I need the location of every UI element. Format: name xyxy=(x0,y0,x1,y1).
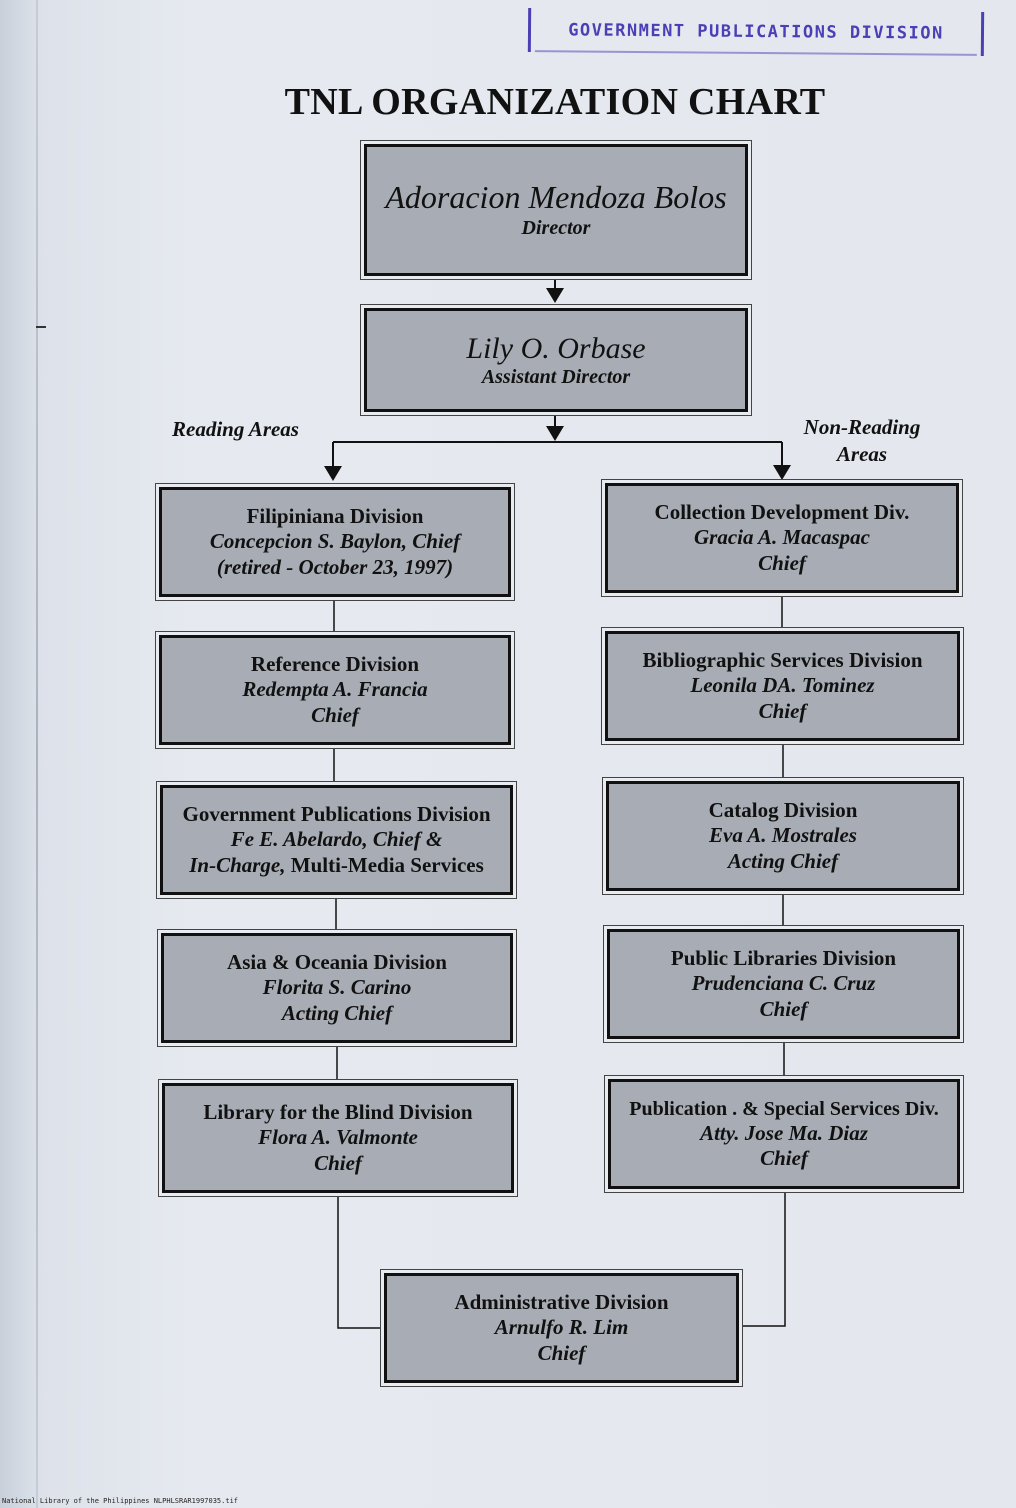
non-reading-label-line1: Non-Reading xyxy=(803,415,921,439)
division-role: Chief xyxy=(758,698,807,723)
division-role: Chief xyxy=(759,996,808,1021)
division-chief: Fe E. Abelardo, Chief & xyxy=(230,827,443,852)
non-reading-areas-label: Non-Reading Areas xyxy=(792,414,932,469)
division-chief: Atty. Jose Ma. Diaz xyxy=(700,1120,868,1145)
catalog-division-box: Catalog Division Eva A. Mostrales Acting… xyxy=(602,777,964,895)
in-charge-text: In-Charge, xyxy=(189,852,286,877)
division-role: Acting Chief xyxy=(281,1000,393,1025)
non-reading-label-line2: Areas xyxy=(836,442,888,467)
division-role: Chief xyxy=(758,550,806,575)
division-role: Chief xyxy=(314,1150,362,1175)
fold-mark xyxy=(36,326,46,328)
reference-division-box: Reference Division Redempta A. Francia C… xyxy=(155,631,515,749)
collection-development-division-box: Collection Development Div. Gracia A. Ma… xyxy=(601,479,963,597)
division-chief: Concepcion S. Baylon, Chief xyxy=(209,529,461,554)
assistant-director-box: Lily O. Orbase Assistant Director xyxy=(360,304,752,416)
division-name: Filipiniana Division xyxy=(246,504,424,529)
arrow-down-non-reading xyxy=(773,465,791,480)
library-for-the-blind-division-box: Library for the Blind Division Flora A. … xyxy=(158,1079,518,1197)
division-name: Catalog Division xyxy=(708,798,858,823)
division-role: Chief xyxy=(760,1146,808,1170)
director-name: Adoracion Mendoza Bolos xyxy=(385,179,727,216)
division-role: Chief xyxy=(537,1340,586,1365)
division-name: Library for the Blind Division xyxy=(203,1100,473,1125)
division-name: Asia & Oceania Division xyxy=(227,950,447,975)
arrow-down-split xyxy=(546,426,564,441)
chart-title: TNL ORGANIZATION CHART xyxy=(284,81,826,123)
division-name: Publication . & Special Services Div. xyxy=(629,1097,939,1120)
division-name: Public Libraries Division xyxy=(670,946,897,971)
government-publications-division-box: Government Publications Division Fe E. A… xyxy=(156,781,517,899)
division-role: Acting Chief xyxy=(727,848,839,873)
division-chief: Leonila DA. Tominez xyxy=(690,673,875,698)
bibliographic-services-division-box: Bibliographic Services Division Leonila … xyxy=(601,627,964,745)
division-chief: Gracia A. Macaspac xyxy=(694,525,870,550)
filipiniana-division-box: Filipiniana Division Concepcion S. Baylo… xyxy=(155,483,515,601)
director-box: Adoracion Mendoza Bolos Director xyxy=(360,140,752,280)
division-name: Government Publications Division xyxy=(182,802,491,827)
division-name: Reference Division xyxy=(250,652,420,677)
reading-areas-label: Reading Areas xyxy=(172,417,299,441)
page-fold xyxy=(36,0,38,1508)
division-note: (retired - October 23, 1997) xyxy=(216,554,454,579)
assistant-director-role: Assistant Director xyxy=(481,365,631,388)
assistant-director-name: Lily O. Orbase xyxy=(466,331,646,365)
division-chief: Arnulfo R. Lim xyxy=(494,1315,629,1340)
division-role: Chief xyxy=(311,702,359,727)
connector-right-admin xyxy=(742,1192,786,1327)
division-chief: Flora A. Valmonte xyxy=(258,1125,418,1150)
division-role: In-Charge, Multi-Media Services xyxy=(189,853,484,878)
multimedia-services-text: Multi-Media Services xyxy=(285,852,484,877)
asia-oceania-division-box: Asia & Oceania Division Florita S. Carin… xyxy=(157,929,517,1047)
public-libraries-division-box: Public Libraries Division Prudenciana C.… xyxy=(603,925,964,1043)
division-chief: Eva A. Mostrales xyxy=(709,823,857,848)
connector-left-admin xyxy=(337,1196,381,1329)
division-name: Collection Development Div. xyxy=(654,500,910,525)
arrow-down-assistant xyxy=(546,288,564,303)
division-chief: Redempta A. Francia xyxy=(242,677,428,702)
division-chief: Prudenciana C. Cruz xyxy=(691,971,876,996)
division-chief: Florita S. Carino xyxy=(262,975,412,1000)
administrative-division-box: Administrative Division Arnulfo R. Lim C… xyxy=(380,1269,743,1387)
publication-special-services-division-box: Publication . & Special Services Div. At… xyxy=(604,1075,964,1193)
division-name: Bibliographic Services Division xyxy=(642,648,923,673)
division-name: Administrative Division xyxy=(454,1290,669,1315)
director-role: Director xyxy=(521,216,591,239)
scan-footer: National Library of the Philippines NLPH… xyxy=(2,1497,239,1505)
arrow-down-reading xyxy=(324,466,342,481)
